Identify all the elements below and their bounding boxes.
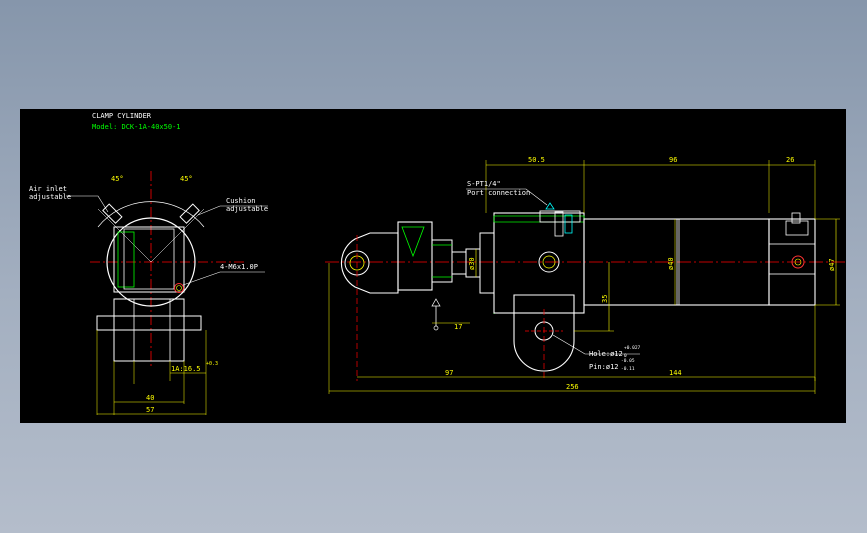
front-cap	[479, 232, 495, 294]
side-view: 50.5 96 26 S-PT1/4" Port connection ø30 …	[325, 156, 845, 394]
thread-callout: 4-M6x1.0P	[220, 263, 258, 271]
cushion-leader	[197, 205, 268, 216]
port-fitting-2	[554, 211, 564, 237]
title-block: CLAMP CYLINDER Model: DCK-1A-40x50-1	[92, 112, 181, 131]
rod-eye	[340, 232, 399, 294]
front-body-groove	[493, 215, 585, 223]
dim-phi40-label: ø40	[667, 257, 675, 270]
angle-leg-right	[150, 208, 205, 263]
cushion-label-1: Cushion	[226, 197, 256, 205]
cad-canvas[interactable]: CLAMP CYLINDER Model: DCK-1A-40x50-1 45°…	[20, 109, 846, 423]
port-fitting-1	[545, 202, 555, 210]
dim-97-label: 97	[445, 369, 453, 377]
port-callout-1: S-PT1/4"	[467, 180, 501, 188]
hole-leader	[552, 334, 640, 355]
end-view-square	[113, 226, 185, 293]
rear-port	[791, 255, 805, 269]
port-leader	[466, 188, 548, 206]
air-inlet-boss	[102, 203, 123, 224]
dim-40-label: 40	[146, 394, 154, 402]
model-number: Model: DCK-1A-40x50-1	[92, 123, 181, 131]
port-fitting-3	[564, 214, 573, 234]
clamp-jaw-wedge	[401, 226, 425, 258]
front-body-bore	[538, 251, 560, 273]
end-view-hidden-left	[117, 231, 135, 288]
dim-phi47-label: ø47	[828, 258, 836, 271]
hole-tolerance-upper: +0.027	[624, 345, 641, 351]
pin-head	[431, 298, 441, 307]
front-body-bore-inner	[542, 255, 556, 269]
clamp-jaw	[397, 221, 433, 291]
dim-50-5-label: 50.5	[528, 156, 545, 164]
rear-port-inner	[794, 258, 802, 266]
dim-17-label: 17	[454, 323, 462, 331]
mount-hole	[174, 283, 184, 293]
drawing-title: CLAMP CYLINDER	[92, 112, 152, 120]
thread-leader	[182, 271, 265, 286]
cushion-needle	[791, 212, 801, 224]
dim-256-label: 256	[566, 383, 579, 391]
rod-nut	[451, 251, 467, 275]
angle-leg-left	[97, 208, 152, 263]
piston-rod	[431, 239, 453, 283]
dim-26-label: 26	[786, 156, 794, 164]
dim-1a-tolerance: +0.3	[206, 361, 218, 367]
hole-tolerance-lower: 0	[624, 353, 627, 359]
dim-144-label: 144	[669, 369, 682, 377]
dim-35-label: 35	[601, 295, 609, 303]
angle-arc	[97, 201, 205, 228]
mount-hole-thread	[176, 285, 182, 291]
cushion-needle-base	[785, 220, 809, 236]
end-view-body-circle	[106, 217, 196, 307]
rear-cap-band	[768, 243, 816, 275]
port-block	[539, 210, 581, 223]
end-view-inner-block	[123, 228, 175, 290]
pin-tolerance-upper: -0.05	[621, 358, 635, 364]
port-callout-2: Port connection	[467, 189, 530, 197]
pin-tolerance-lower: -0.11	[621, 366, 635, 372]
angle-right-label: 45°	[180, 175, 193, 183]
air-inlet-label-1: Air inlet	[29, 185, 67, 193]
pin-callout: Pin:ø12	[589, 363, 619, 371]
dim-phi30-label: ø30	[468, 257, 476, 270]
dim-1a-label: 1A:16.5	[171, 365, 201, 373]
dim-96-label: 96	[669, 156, 677, 164]
air-inlet-label-2: adjustable	[29, 193, 71, 201]
dim-57-label: 57	[146, 406, 154, 414]
cushion-boss	[179, 203, 200, 224]
air-inlet-leader	[66, 195, 109, 213]
cushion-label-2: adjustable	[226, 205, 268, 213]
end-view: 45° 45° Air inlet adjustable Cushion adj…	[29, 171, 268, 415]
angle-left-label: 45°	[111, 175, 124, 183]
hole-callout: Hole:ø12	[589, 350, 623, 358]
clevis-pin	[96, 315, 202, 331]
pin-end	[433, 325, 439, 331]
